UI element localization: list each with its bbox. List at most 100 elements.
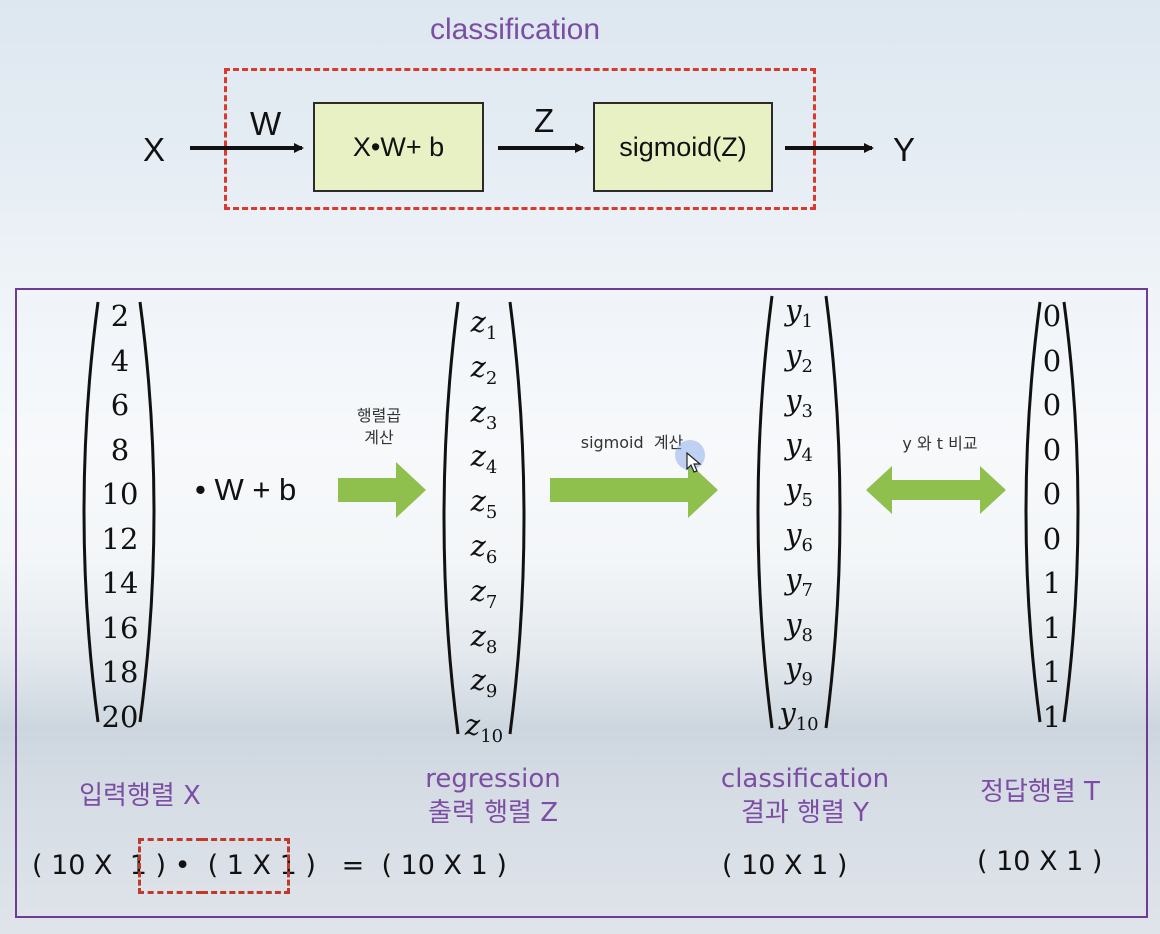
matrix-z-entry-symbol: z xyxy=(470,305,486,339)
matrix-y-entry: y6 xyxy=(769,520,829,555)
matrix-x-entry: 2 xyxy=(110,299,130,333)
matrix-t-entry: 1 xyxy=(1042,655,1062,689)
classification-dimension: ( 10 X 1 ) xyxy=(722,850,848,881)
matrix-t-entry: 1 xyxy=(1042,610,1062,645)
matrix-z-entry: z1 xyxy=(454,308,514,343)
matrix-y-entry-symbol: y xyxy=(785,472,802,507)
input-matrix-label: 입력행렬 X xyxy=(79,781,201,811)
matrix-z-entry-symbol: z xyxy=(464,708,481,743)
matrix-z-entry-symbol: z xyxy=(470,349,486,384)
matrix-x-entry: 8 xyxy=(110,432,130,467)
matrix-z-entry: z7 xyxy=(454,576,514,613)
classification-dashed-frame xyxy=(224,68,816,210)
classification-label-line2: 결과 행렬 Y xyxy=(740,797,870,828)
matrix-y-entry-symbol: y xyxy=(785,337,802,372)
matrix-y-entry-symbol: y xyxy=(785,606,802,641)
matrix-x-entry: 6 xyxy=(110,388,130,422)
matrix-z-entry-index: 9 xyxy=(485,681,498,703)
matrix-y-entry: y9 xyxy=(769,654,829,689)
matrix-z-entry: z3 xyxy=(454,394,514,433)
compare-note: y 와 t 비교 xyxy=(902,434,978,453)
matrix-z-entry-symbol: z xyxy=(470,663,486,698)
matrix-y-entry-index: 2 xyxy=(801,355,813,377)
matrix-z-entry-symbol: z xyxy=(470,394,486,429)
matrix-z-entry-index: 5 xyxy=(485,501,498,523)
matrix-t-entry: 0 xyxy=(1042,521,1062,556)
classification-result-label: classification 결과 행렬 Y xyxy=(690,763,920,831)
matrix-z-entry-index: 6 xyxy=(485,546,498,568)
matrix-z-entry: z6 xyxy=(454,532,514,567)
matrix-t-entry: 1 xyxy=(1042,566,1062,600)
matrix-z-entry-symbol: z xyxy=(470,439,486,474)
matrix-y-left-bracket xyxy=(756,295,774,729)
matrix-z-entry: z10 xyxy=(454,711,514,746)
matrix-t-entry: 0 xyxy=(1042,343,1062,378)
matrix-z-entry-index: 7 xyxy=(485,591,498,613)
matrix-y-entry-index: 9 xyxy=(801,669,813,691)
matrix-y-entry: y3 xyxy=(769,382,829,422)
regression-label-line2: 출력 행렬 Z xyxy=(427,797,559,828)
matrix-x-left-bracket xyxy=(82,301,100,723)
matrix-y-entry-symbol: y xyxy=(785,427,802,462)
matrix-z-entry-index: 4 xyxy=(485,457,498,479)
matrix-z-entry-index: 1 xyxy=(485,322,498,344)
matrix-y-entry-index: 7 xyxy=(801,579,813,601)
matrix-z-entry: z8 xyxy=(454,618,514,658)
matmul-note-line2: 계산 xyxy=(364,427,394,447)
matrix-flow-frame xyxy=(15,288,1148,918)
matrix-y-entry: y7 xyxy=(769,561,829,601)
matrix-y-entry-symbol: y xyxy=(785,382,802,417)
matrix-z-entry-index: 8 xyxy=(485,636,498,658)
matrix-y-entry: y2 xyxy=(769,337,829,377)
dimension-highlight-right xyxy=(202,838,290,894)
matrix-x-entry: 12 xyxy=(101,521,139,556)
matrix-t-entry: 0 xyxy=(1042,432,1062,467)
matrix-y-entry-symbol: y xyxy=(785,293,802,327)
matrix-y-entry-index: 3 xyxy=(801,400,813,422)
top-flow-arrows xyxy=(190,143,874,153)
matrix-z-entry-symbol: z xyxy=(470,484,486,519)
sigmoid-green-arrow xyxy=(550,462,718,518)
sigmoid-calc-note: sigmoid 계산 xyxy=(580,433,684,452)
matrix-z-entry-index: 2 xyxy=(485,367,498,389)
z-label: Z xyxy=(534,102,555,139)
matrix-y-entry: y10 xyxy=(769,699,829,734)
matrix-y-entry-symbol: y xyxy=(785,651,802,686)
matrix-t-entry: 0 xyxy=(1042,477,1062,511)
matrix-x-entry: 20 xyxy=(101,699,139,734)
input-x-label: X xyxy=(143,131,166,168)
matrix-x-entry: 10 xyxy=(101,477,139,511)
matrix-z-right-bracket xyxy=(508,301,526,735)
mouse-pointer-icon xyxy=(686,452,702,473)
matrix-y-entry-index: 1 xyxy=(801,310,813,332)
regression-output-label: regression 출력 행렬 Z xyxy=(378,763,608,831)
linear-function-box: X•W+ b xyxy=(313,102,484,192)
output-y-label: Y xyxy=(893,131,916,168)
matrix-y-entry-symbol: y xyxy=(785,561,802,596)
dimension-expression: ( 10 X 1 ) • ( 1 X 1 ) = ( 10 X 1 ) xyxy=(32,850,507,881)
linear-function-text: X•W+ b xyxy=(352,131,445,162)
matrix-z-entry-symbol: z xyxy=(470,529,486,563)
matrix-y-right-bracket xyxy=(824,295,842,729)
matrix-x-entry: 14 xyxy=(101,566,139,600)
matrix-x-right-bracket xyxy=(138,301,156,723)
matrix-y-entry-symbol: y xyxy=(779,696,796,731)
matrix-y-entry-index: 4 xyxy=(801,445,813,467)
classification-title: classification xyxy=(429,13,601,46)
sigmoid-text: sigmoid(Z) xyxy=(619,131,747,162)
matrix-z-entry-index: 10 xyxy=(480,725,504,747)
matrix-t-left-bracket xyxy=(1024,301,1042,723)
matrix-y-entry: y5 xyxy=(769,475,829,510)
matrix-y-entry-index: 5 xyxy=(801,489,813,511)
matrix-x-entry: 4 xyxy=(110,343,130,378)
matrix-z-entry-symbol: z xyxy=(470,618,486,653)
weight-w-label: W xyxy=(250,105,282,142)
matrix-z-entry: z5 xyxy=(454,487,514,522)
matrix-z-left-bracket xyxy=(442,301,460,735)
weight-bias-expression: • W + b xyxy=(195,472,297,507)
matrix-t-right-bracket xyxy=(1062,301,1080,723)
matmul-note: 행렬곱 계산 xyxy=(334,405,424,448)
matmul-green-arrow xyxy=(338,462,426,518)
matrix-y-entry-index: 8 xyxy=(801,624,813,646)
